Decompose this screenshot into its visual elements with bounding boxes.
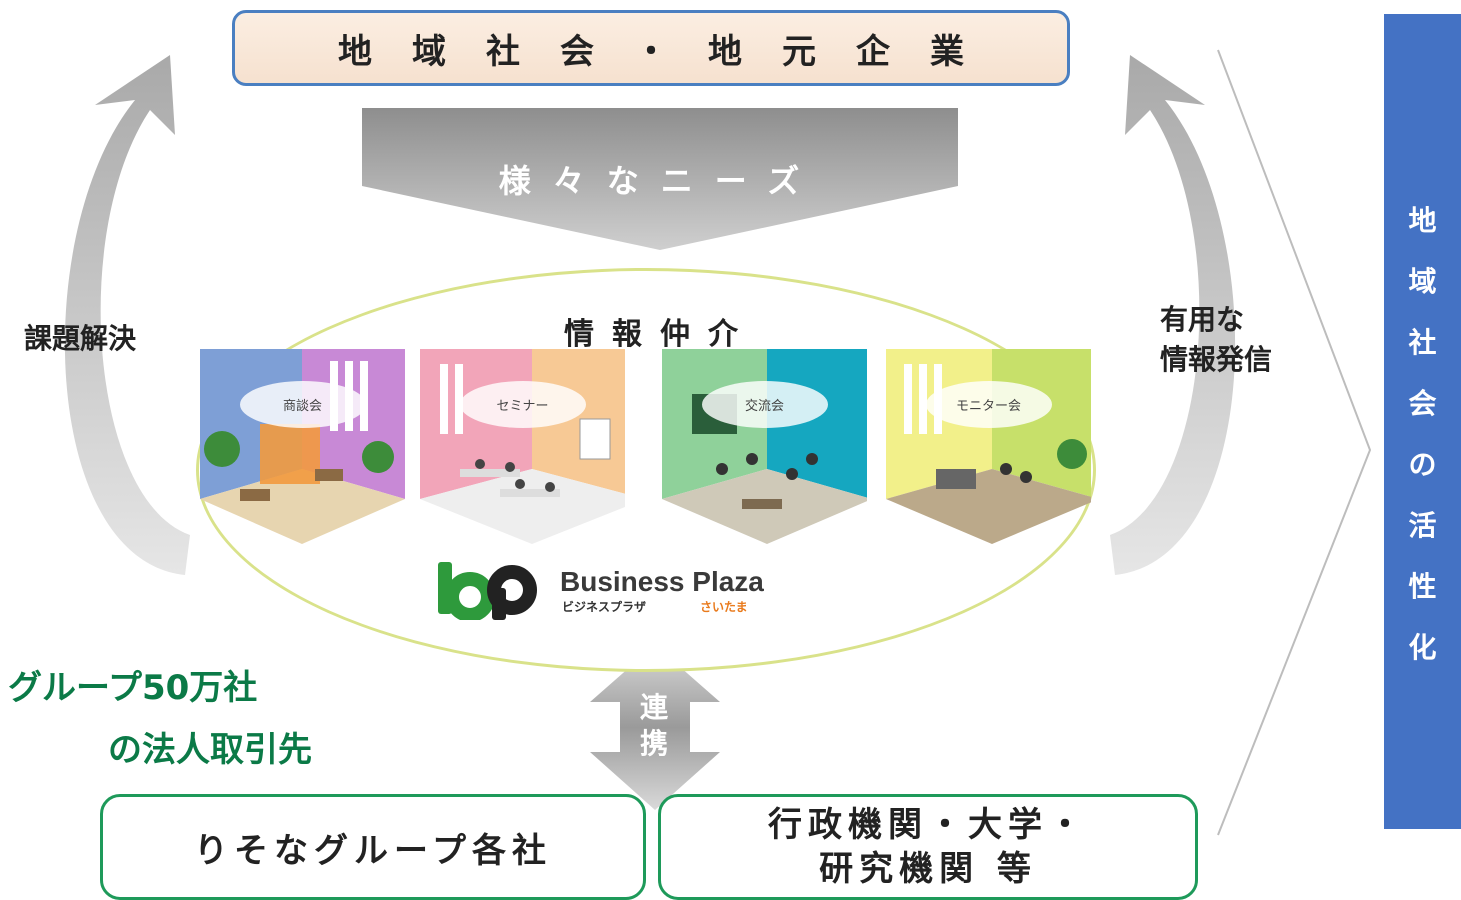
room-label-networking: 交流会 (701, 381, 828, 428)
room-networking-illustration (662, 349, 867, 544)
regional-revitalization-label: 地域社会の活性化 (1384, 190, 1461, 678)
room-networking: 交流会 (662, 349, 867, 544)
revitalization-char: 域 (1408, 265, 1437, 298)
revitalization-char: 化 (1408, 631, 1437, 664)
top-box: 地域社会・地元企業 (232, 10, 1070, 86)
info-sharing-line-2: 情報発信 (1160, 343, 1273, 376)
revitalization-char: 活 (1408, 509, 1437, 542)
room-negotiation-illustration (200, 349, 405, 544)
regional-revitalization-panel (1384, 14, 1461, 829)
group-text-line-2: の法人取引先 (108, 730, 312, 770)
room-negotiation: 商談会 (200, 349, 405, 544)
logo-sub-katakana: ビジネスプラザ (562, 600, 647, 614)
room-monitor: モニター会 (886, 349, 1091, 544)
needs-label: 様々なニーズ (498, 162, 822, 200)
resona-group-box: りそなグループ各社 (100, 794, 646, 900)
government-box: 行政機関・大学・ 研究機関 等 (658, 794, 1198, 900)
left-curved-arrow (64, 55, 190, 575)
room-label-negotiation: 商談会 (239, 381, 366, 428)
revitalization-char: 社 (1408, 326, 1437, 359)
room-monitor-illustration (886, 349, 1091, 544)
bp-logo-mark (438, 562, 537, 620)
connection-label-2: 携 (639, 727, 668, 760)
connection-label: 連 携 (628, 690, 680, 762)
government-line-1: 行政機関・大学・ (768, 805, 1088, 845)
revitalization-char: 性 (1408, 570, 1437, 603)
right-curved-arrow (1110, 55, 1236, 575)
logo-sub-city: さいたま (700, 600, 748, 614)
info-sharing-line-1: 有用な (1160, 303, 1245, 336)
logo-name: Business Plaza (560, 566, 764, 597)
info-sharing-label: 有用な 情報発信 (1160, 300, 1272, 380)
revitalization-char: 会 (1408, 387, 1437, 420)
needs-down-arrow (362, 108, 958, 250)
connection-arrow (590, 645, 720, 810)
connection-label-1: 連 (639, 691, 668, 724)
government-line-2: 研究機関 等 (819, 849, 1037, 889)
room-label-seminar: セミナー (459, 381, 586, 428)
problem-solving-label: 課題解決 (24, 322, 137, 355)
top-box-label: 地域社会・地元企業 (338, 31, 1004, 72)
right-bracket (1217, 49, 1372, 836)
resona-group-label: りそなグループ各社 (194, 830, 552, 871)
revitalization-char: の (1408, 448, 1437, 481)
room-seminar-illustration (420, 349, 625, 544)
room-seminar: セミナー (420, 349, 625, 544)
group-text-line-1: グループ50万社 (8, 668, 258, 708)
center-title: 情報仲介 (564, 317, 756, 352)
revitalization-char: 地 (1408, 204, 1437, 237)
room-label-monitor: モニター会 (925, 381, 1052, 428)
